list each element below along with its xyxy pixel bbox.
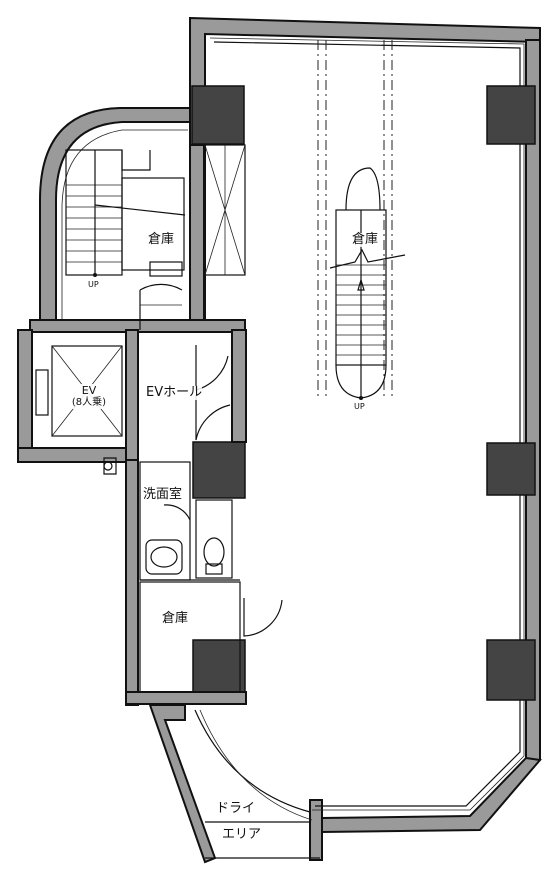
- dry-area-label-1: ドライ: [216, 801, 256, 817]
- washroom-label: 洗面室: [143, 487, 183, 503]
- left-stair: [39, 107, 191, 321]
- grid-lines: [317, 40, 393, 400]
- washroom-block: [103, 457, 240, 706]
- dry-area: [148, 704, 320, 864]
- right-stair-up-label: UP: [354, 402, 365, 411]
- bottom-storage: [125, 581, 283, 705]
- ev-name: EV: [81, 384, 97, 397]
- storage-bottom-label: 倉庫: [162, 611, 189, 627]
- ev-hall-doors: [139, 283, 231, 441]
- main-hall-walls: [189, 16, 542, 861]
- ev-label: EV (8人乗): [66, 384, 112, 410]
- storage-right-label: 倉庫: [352, 232, 379, 248]
- columns: [191, 85, 536, 701]
- ev-hall-label: EVホール: [146, 385, 203, 401]
- storage-left-label: 倉庫: [148, 232, 175, 248]
- core-walls: [17, 144, 247, 463]
- right-stair: [329, 167, 406, 400]
- shaft: [204, 144, 246, 276]
- ev-capacity: (8人乗): [71, 397, 107, 409]
- left-stair-up-label: UP: [88, 280, 99, 289]
- dry-area-label-2: エリア: [222, 827, 262, 843]
